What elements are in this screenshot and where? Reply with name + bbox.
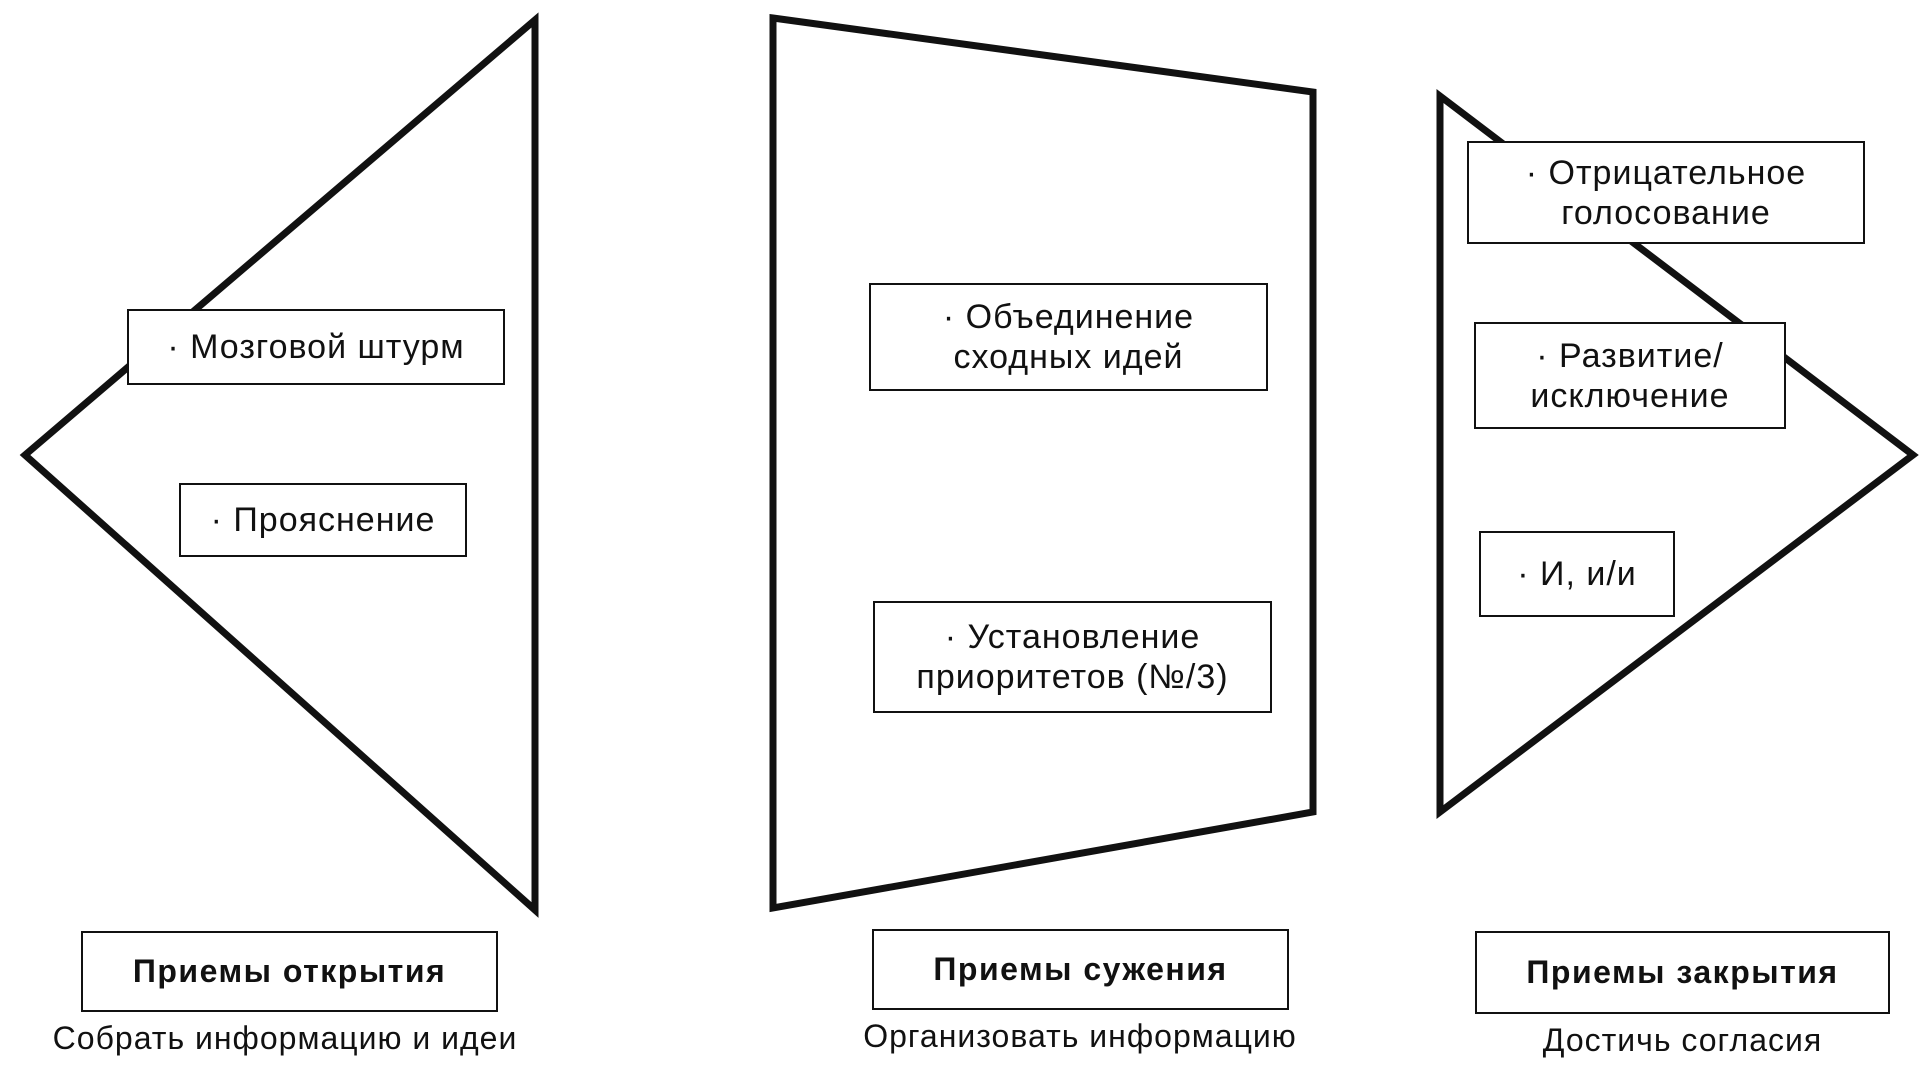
title-opening: Приемы открытия: [81, 931, 498, 1012]
caption-opening: Собрать информацию и идеи: [52, 1020, 518, 1056]
item-set-priorities: · Установление приоритетов (№/3): [873, 601, 1272, 713]
caption-narrowing: Организовать информацию: [863, 1018, 1297, 1054]
item-clarification: · Прояснение: [179, 483, 467, 557]
item-develop-exclude: · Развитие/ исключение: [1474, 322, 1786, 429]
item-combine-ideas-text: · Объединение сходных идей: [942, 298, 1195, 376]
caption-closing: Достичь согласия: [1542, 1022, 1823, 1058]
item-negative-voting-text: · Отрицательное голосование: [1525, 153, 1807, 232]
item-and-and-or: · И, и/и: [1479, 531, 1675, 617]
item-brainstorm: · Мозговой штурм: [127, 309, 505, 385]
item-combine-ideas: · Объединение сходных идей: [869, 283, 1268, 391]
title-opening-text: Приемы открытия: [132, 953, 447, 989]
title-closing-text: Приемы закрытия: [1526, 954, 1839, 990]
closing-triangle: [1436, 88, 1919, 820]
item-clarification-text: · Прояснение: [210, 501, 436, 539]
item-brainstorm-text: · Мозговой штурм: [167, 328, 465, 366]
title-closing: Приемы закрытия: [1475, 931, 1890, 1014]
item-negative-voting: · Отрицательное голосование: [1467, 141, 1865, 244]
item-and-and-or-text: · И, и/и: [1517, 555, 1637, 593]
title-narrowing: Приемы сужения: [872, 929, 1289, 1010]
opening-triangle: [19, 12, 539, 918]
item-develop-exclude-text: · Развитие/ исключение: [1530, 336, 1730, 415]
title-narrowing-text: Приемы сужения: [933, 951, 1228, 987]
item-set-priorities-text: · Установление приоритетов (№/3): [916, 618, 1229, 696]
narrowing-trapezoid: [769, 13, 1317, 913]
